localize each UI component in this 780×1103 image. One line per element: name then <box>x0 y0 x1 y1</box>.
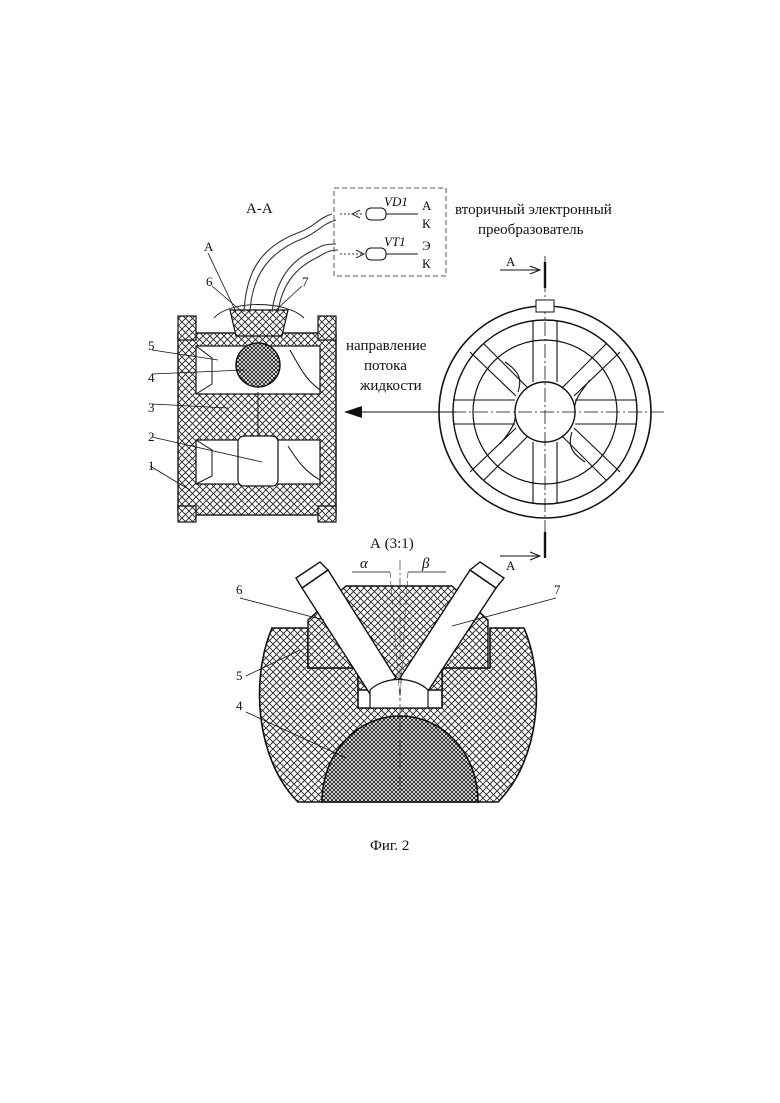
flange-top <box>178 316 196 340</box>
callout-4: 4 <box>148 370 155 385</box>
detail-label-6: 6 <box>236 582 243 597</box>
sensor-holder <box>230 310 288 336</box>
detail-label-4: 4 <box>236 698 243 713</box>
flange-top-right <box>318 316 336 340</box>
callout-3: 3 <box>148 400 155 415</box>
diode-pin-top: А <box>422 198 432 213</box>
callout-2: 2 <box>148 429 155 444</box>
transistor-pin-bottom: К <box>422 256 431 271</box>
flow-label-line2: потока <box>364 358 407 374</box>
end-view: А А <box>430 254 664 573</box>
figure-caption: Фиг. 2 <box>370 838 409 854</box>
diode-pin-bottom: К <box>422 216 431 231</box>
flow-label-line1: направление <box>346 338 427 354</box>
flow-arrow-icon <box>344 406 362 418</box>
transistor-pin-top: Э <box>422 238 431 253</box>
callout-1: 1 <box>148 458 155 473</box>
detail-view: А (3:1) α β 6 5 4 <box>236 536 561 802</box>
callout-7: 7 <box>302 274 309 289</box>
converter-label-line2: преобразователь <box>478 222 584 238</box>
view-marker-top: А <box>506 254 516 269</box>
detail-alpha: α <box>360 556 369 572</box>
section-label: A-A <box>246 201 273 217</box>
detail-label-7: 7 <box>554 582 561 597</box>
diode-designator: VD1 <box>384 194 408 209</box>
fiber-lines <box>244 214 338 312</box>
callout-A: А <box>204 239 214 254</box>
converter-label-line1: вторичный электронный <box>455 202 612 218</box>
flange-bottom <box>178 506 196 522</box>
ball <box>236 343 280 387</box>
transistor-designator: VT1 <box>384 234 406 249</box>
view-marker-bottom: А <box>506 558 516 573</box>
detail-label-5: 5 <box>236 668 243 683</box>
callout-5: 5 <box>148 338 155 353</box>
flange-bottom-right <box>318 506 336 522</box>
detail-beta: β <box>421 556 430 572</box>
flow-label-line3: жидкости <box>359 378 422 394</box>
detail-title: А (3:1) <box>370 536 414 552</box>
electronics-box: VD1 А К VT1 Э К вторичный электронный пр… <box>334 188 612 276</box>
section-view: A-A <box>148 201 338 522</box>
callout-6: 6 <box>206 274 213 289</box>
